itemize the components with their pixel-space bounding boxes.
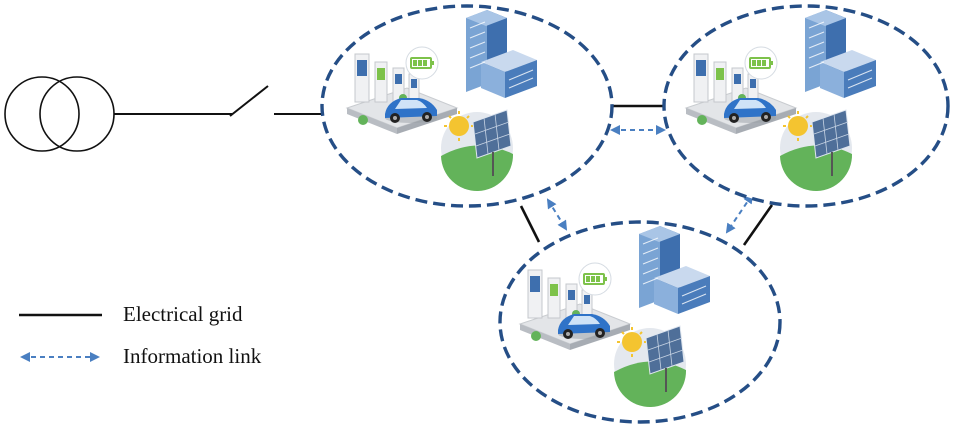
information-links [546,125,754,234]
microgrid-node [662,4,950,208]
microgrid-node [320,4,614,208]
switch-icon [229,85,269,117]
legend-information-label: Information link [123,344,262,368]
legend [19,313,102,362]
microgrid-node [498,220,782,424]
transformer-icon [4,76,115,152]
legend-electrical-label: Electrical grid [123,302,243,326]
electrical-grid [114,85,774,246]
